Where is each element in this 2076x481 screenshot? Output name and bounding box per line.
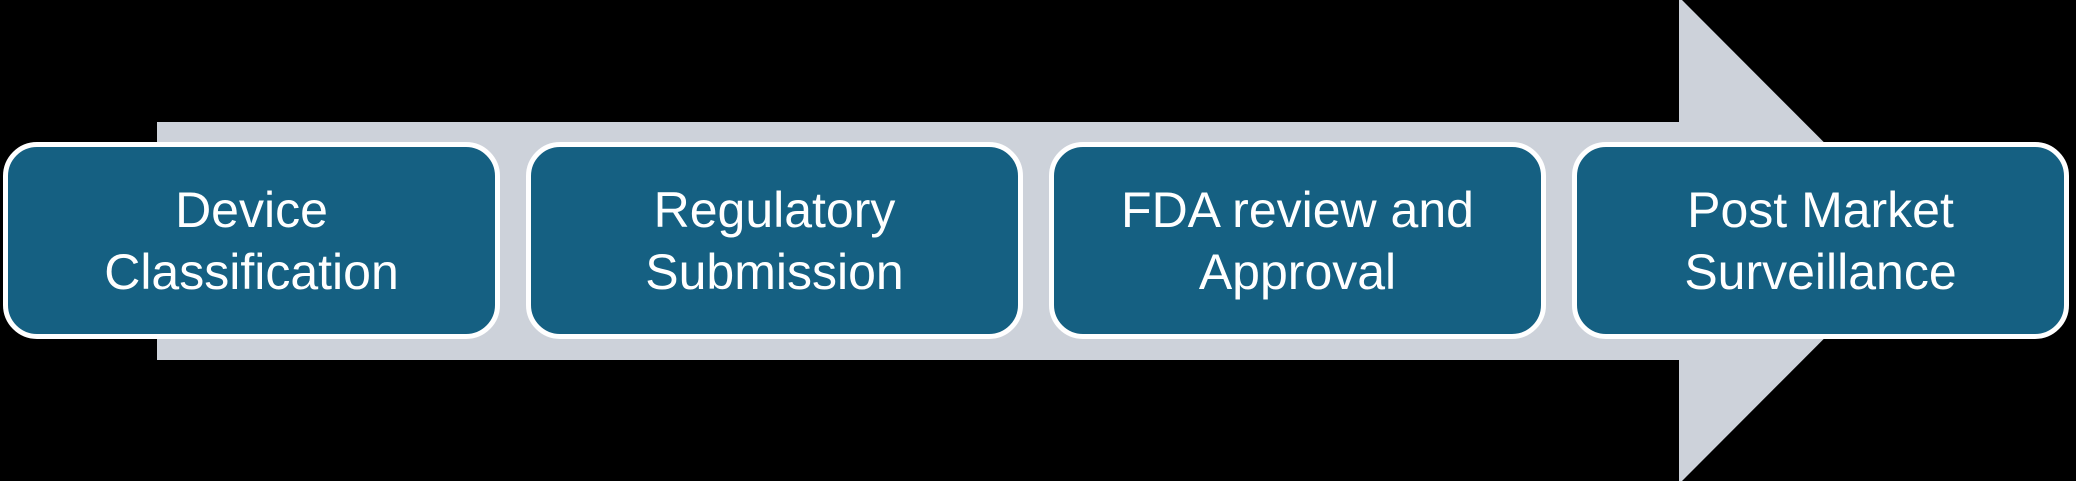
step-label-post-market-surveillance: Post Market Surveillance [1684,181,1957,300]
step-box-regulatory-submission: Regulatory Submission [526,142,1023,339]
step-box-fda-review-approval: FDA review and Approval [1049,142,1546,339]
step-box-post-market-surveillance: Post Market Surveillance [1572,142,2069,339]
step-box-device-classification: Device Classification [3,142,500,339]
step-label-regulatory-submission: Regulatory Submission [645,181,904,300]
step-label-fda-review-approval: FDA review and Approval [1121,181,1474,300]
step-label-device-classification: Device Classification [104,181,399,300]
